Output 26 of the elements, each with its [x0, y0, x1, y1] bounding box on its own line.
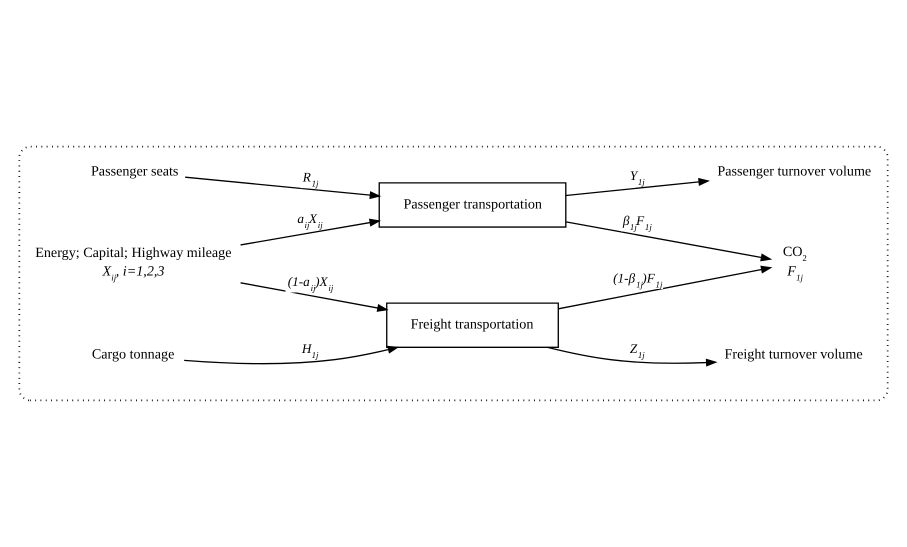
edge-label: R$_{1j}$ [302, 170, 318, 189]
edge-label: a$_{ij}$X$_{ij}$ [297, 211, 323, 230]
edge-label: β$_{1j}$F$_{1j}$ [622, 212, 652, 232]
arrow [548, 346, 718, 367]
arrow [240, 218, 381, 246]
arrow [566, 178, 710, 196]
node-text: Freight turnover volume [724, 346, 863, 363]
arrow [184, 346, 400, 364]
node-label: F$_{1j}$ [787, 264, 804, 283]
edge-label: (1-a$_{ij}$)X$_{ij}$ [288, 274, 334, 293]
arrow [566, 221, 772, 262]
edge-label: Z$_{1j}$ [630, 341, 645, 360]
node-box: Freight transportation [386, 302, 559, 348]
arrow [558, 266, 772, 310]
node-text: Passenger turnover volume [717, 164, 872, 180]
arrow [240, 282, 389, 312]
node-text: Passenger seats [90, 164, 178, 180]
cluster [18, 146, 889, 402]
arrow [185, 176, 382, 200]
edge-label: H$_{1j}$ [302, 341, 318, 360]
node-text: CO$_{2}$ [782, 244, 807, 264]
node-text: Energy; Capital; Highway mileage [35, 244, 232, 261]
node-box: Passenger transportation [378, 182, 566, 228]
edge-label: Y$_{1j}$ [630, 168, 645, 187]
node-text: Cargo tonnage [92, 346, 174, 363]
node-label: X$_{ij}$, i=1,2,3 [102, 264, 164, 283]
